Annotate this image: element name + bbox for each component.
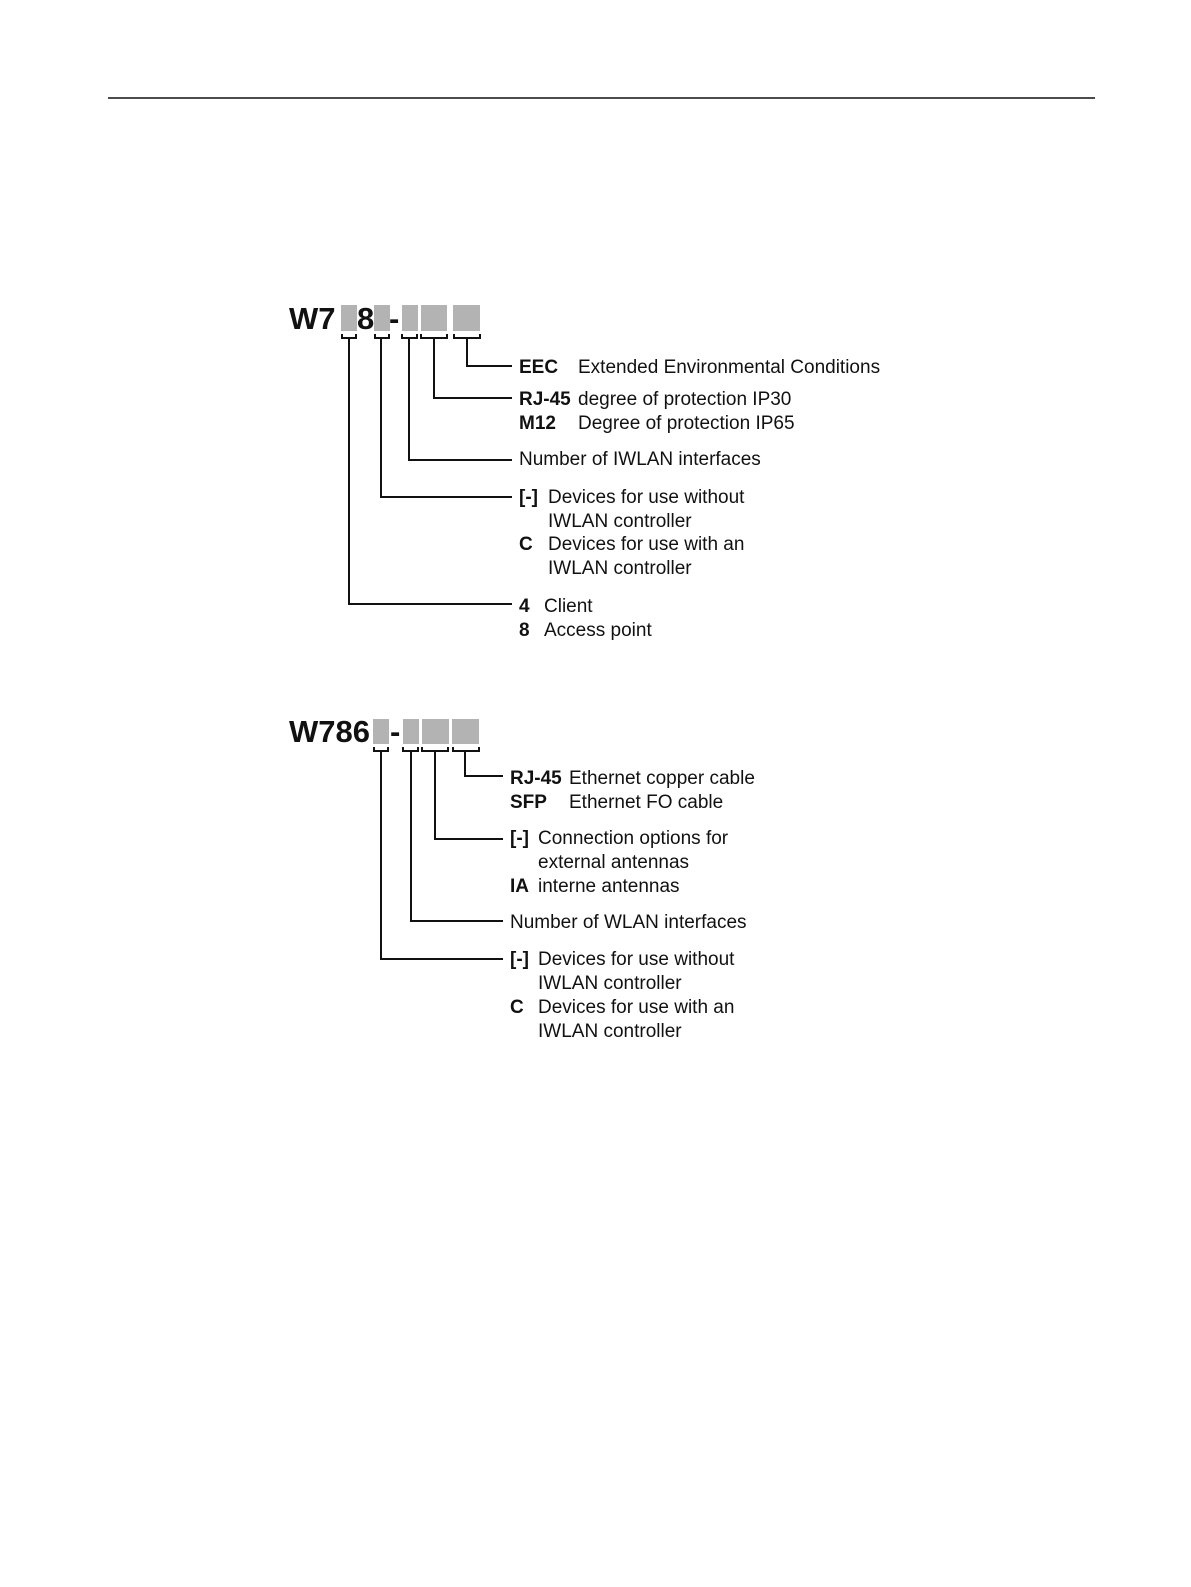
controller-text-c-1: Devices for use with an (548, 534, 744, 555)
antenna-text-none-1: Connection options for (538, 828, 729, 849)
eec-text: Extended Environmental Conditions (578, 357, 880, 378)
interfaces-text: Number of WLAN interfaces (510, 912, 747, 933)
leader-type (348, 338, 512, 605)
controller-text-none-1: Devices for use without (538, 949, 735, 970)
leader-eec (466, 338, 512, 367)
leader-controller (380, 751, 503, 960)
controller-text-c-1: Devices for use with an (538, 997, 734, 1018)
controller-text-none-1: Devices for use without (548, 487, 745, 508)
interfaces-text: Number of IWLAN interfaces (519, 449, 761, 470)
leader-antenna (434, 751, 503, 840)
leader-interfaces (408, 338, 512, 461)
connector-text-rj45: degree of protection IP30 (578, 389, 791, 410)
placeholder-box-controller (373, 719, 389, 744)
placeholder-box-antenna (422, 719, 449, 744)
controller-text-none-2: IWLAN controller (548, 511, 692, 532)
antenna-key-ia: IA (510, 876, 529, 897)
code-digit: 8 (357, 301, 374, 336)
antenna-text-ia: interne antennas (538, 876, 680, 897)
connector-text-m12: Degree of protection IP65 (578, 413, 795, 434)
leader-port (464, 751, 503, 777)
eec-key: EEC (519, 357, 558, 378)
controller-key-c: C (510, 997, 524, 1018)
code-prefix: W7 (289, 301, 336, 336)
controller-key-none: [-] (519, 487, 538, 508)
placeholder-box-eec (453, 305, 480, 331)
connector-key-rj45: RJ-45 (519, 389, 571, 410)
port-key-rj45: RJ-45 (510, 768, 562, 789)
placeholder-box-interfaces (403, 719, 419, 744)
code-prefix: W786 (289, 714, 370, 749)
code-dash: - (389, 301, 399, 336)
placeholder-box-port (452, 719, 479, 744)
placeholder-box-interfaces (402, 305, 418, 331)
leader-interfaces (410, 751, 503, 922)
leader-controller (380, 338, 512, 498)
placeholder-box-connector (421, 305, 447, 331)
connector-key-m12: M12 (519, 413, 556, 434)
type-text-client: Client (544, 596, 593, 617)
port-key-sfp: SFP (510, 792, 547, 813)
controller-key-none: [-] (510, 949, 529, 970)
controller-text-c-2: IWLAN controller (548, 558, 692, 579)
diagram-w786: W786 - RJ-45 Ethernet copper cable SFP E… (289, 714, 755, 1042)
port-text-rj45: Ethernet copper cable (569, 768, 755, 789)
controller-key-c: C (519, 534, 533, 555)
placeholder-box-type (341, 305, 357, 331)
type-text-access-point: Access point (544, 620, 652, 641)
antenna-key-none: [-] (510, 828, 529, 849)
placeholder-box-controller (374, 305, 390, 331)
type-key-4: 4 (519, 596, 530, 617)
antenna-text-none-2: external antennas (538, 852, 689, 873)
leader-connector (433, 338, 512, 399)
type-key-8: 8 (519, 620, 530, 641)
code-dash: - (390, 714, 400, 749)
port-text-sfp: Ethernet FO cable (569, 792, 723, 813)
controller-text-none-2: IWLAN controller (538, 973, 682, 994)
diagram-w7x8: W7 8 - EEC Extended Environmental Condit… (289, 301, 880, 641)
controller-text-c-2: IWLAN controller (538, 1021, 682, 1042)
